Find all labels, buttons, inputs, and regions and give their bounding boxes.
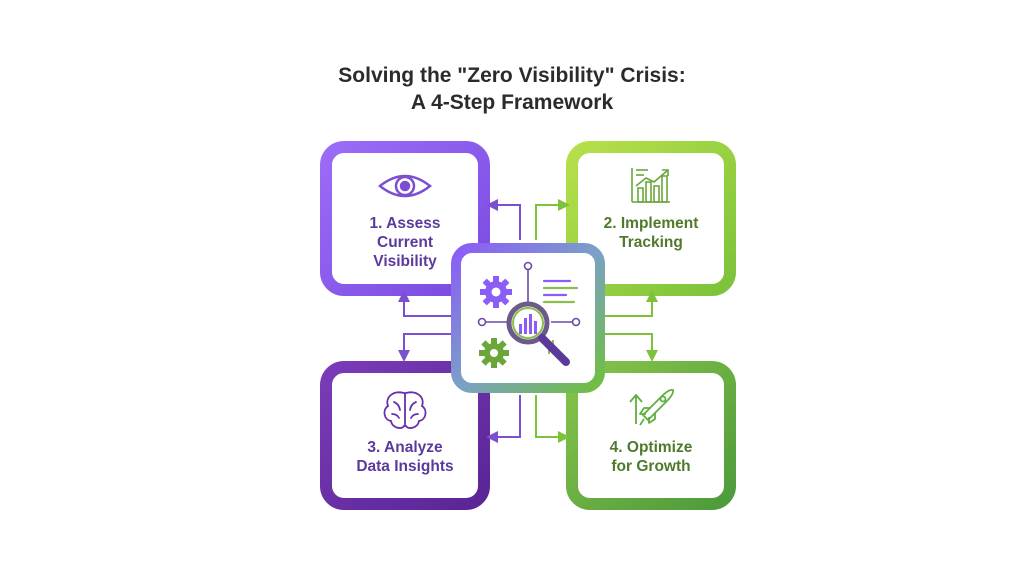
title-line-2: A 4-Step Framework <box>410 91 614 114</box>
eye-icon <box>377 174 433 198</box>
arrow-to-step-2 <box>535 199 570 240</box>
step-card-3 <box>320 361 490 510</box>
step-label-4: 4. Optimize for Growth <box>609 439 693 475</box>
rocket-icon <box>629 388 675 426</box>
analytics-hub-icon <box>477 261 581 368</box>
step-label-3: 3. Analyze Data Insights <box>356 439 454 475</box>
page-title: Solving the "Zero Visibility" Crisis: A … <box>0 62 1024 116</box>
brain-icon <box>383 391 427 429</box>
arrow-from-step-3 <box>486 395 521 443</box>
arrow-to-step-4 <box>600 333 658 362</box>
connector-arrows <box>398 199 658 443</box>
bar-chart-icon <box>631 168 670 203</box>
arrow-to-step-3 <box>398 333 456 362</box>
title-line-1: Solving the "Zero Visibility" Crisis: <box>338 64 686 87</box>
arrow-from-step-4 <box>535 395 570 443</box>
step-label-1: 1. Assess Current Visibility <box>369 215 441 270</box>
arrow-from-step-2 <box>600 290 658 317</box>
arrow-to-step-1 <box>486 199 521 240</box>
step-label-2: 2. Implement Tracking <box>603 215 699 251</box>
step-card-4 <box>566 361 736 510</box>
arrow-from-step-1 <box>398 290 456 317</box>
